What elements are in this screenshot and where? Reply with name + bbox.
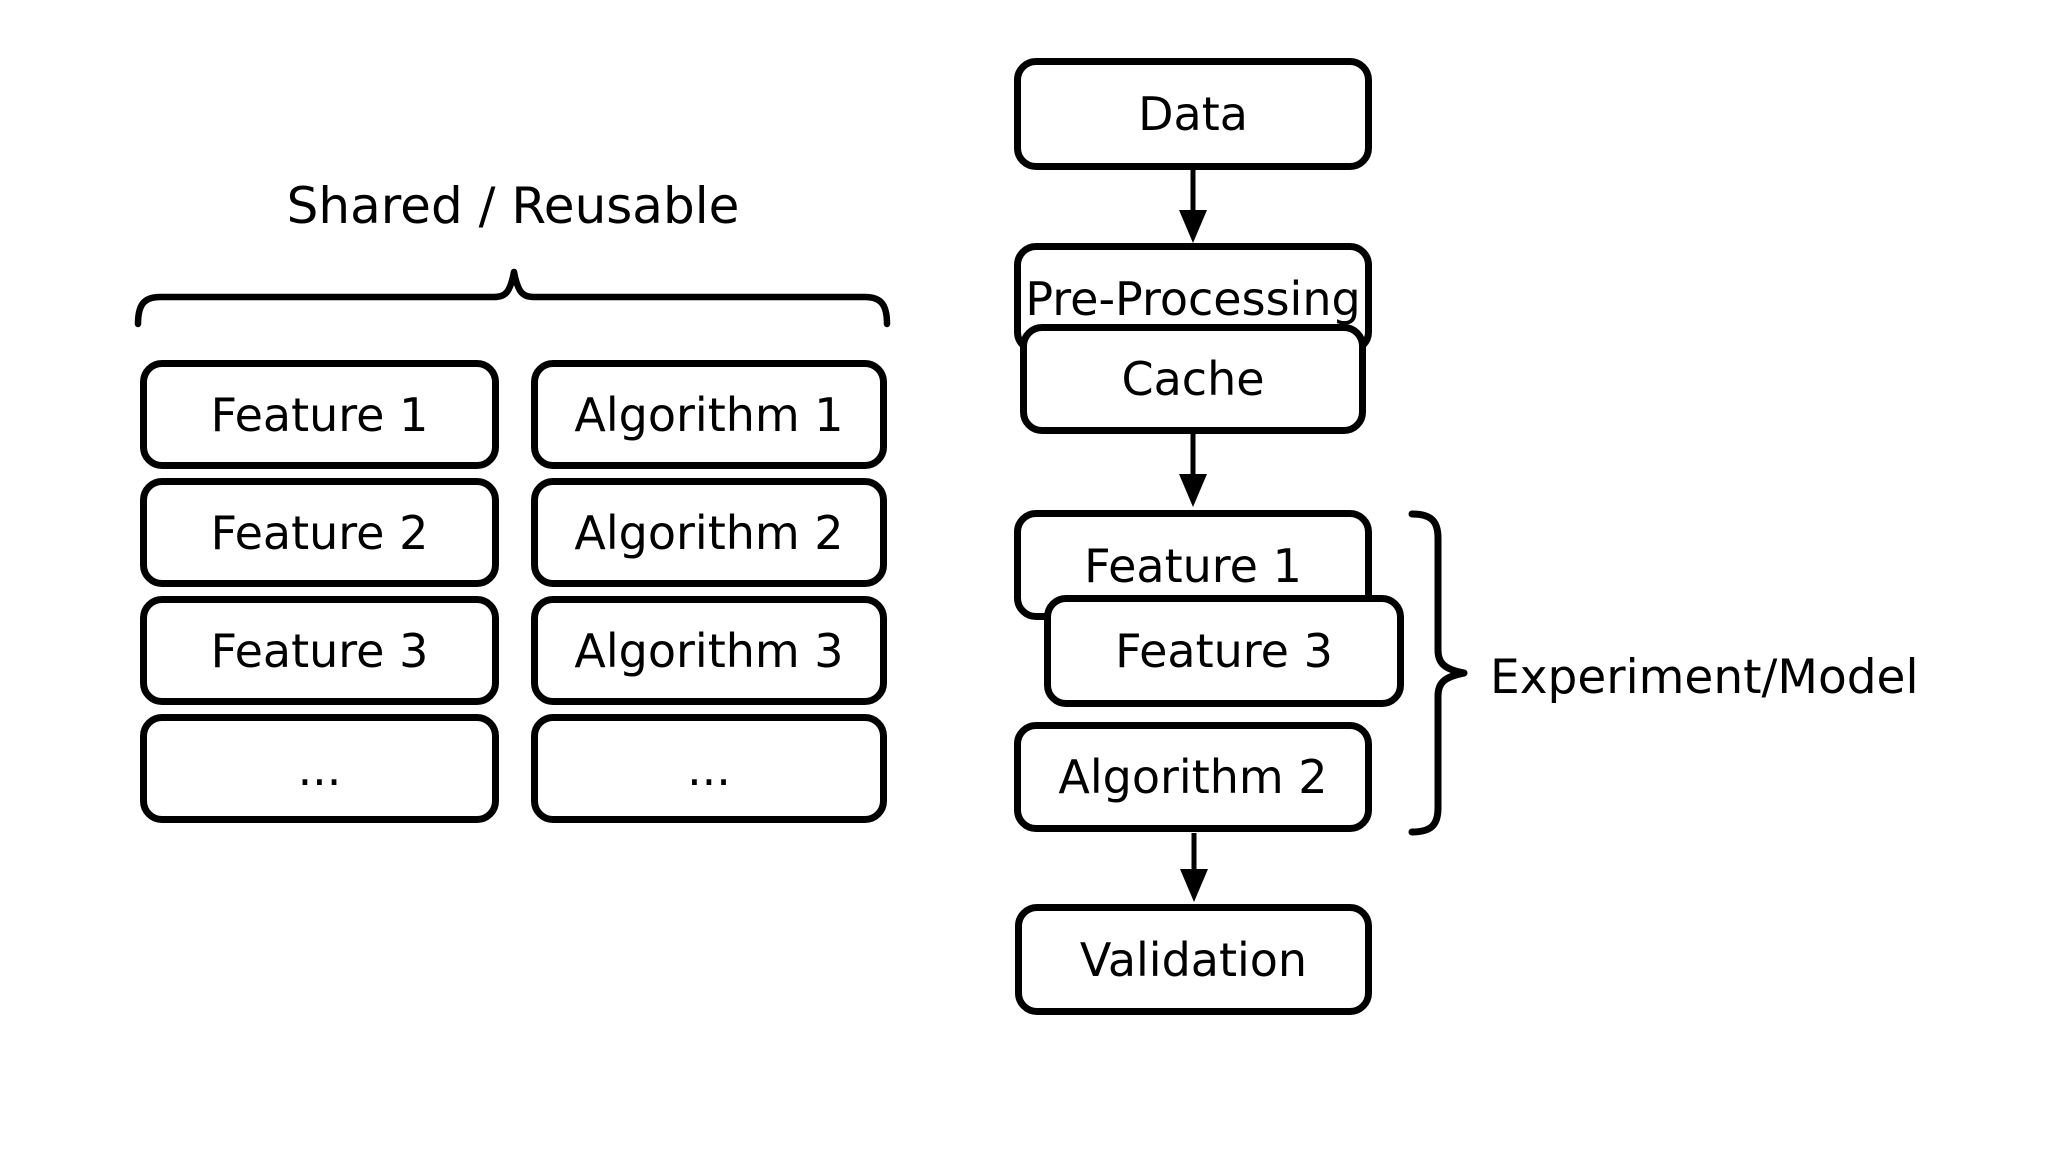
shared-algorithm-1-box: Algorithm 1 <box>531 360 887 469</box>
pipeline-validation-box: Validation <box>1015 904 1372 1015</box>
pipeline-validation-label: Validation <box>1079 932 1308 987</box>
pipeline-cache-label: Cache <box>1121 352 1265 406</box>
shared-feature-3-box: Feature 3 <box>140 596 499 705</box>
shared-algorithm-more-label: ... <box>687 741 731 796</box>
arrow-data-to-preprocessing <box>1179 170 1207 243</box>
shared-algorithm-1-label: Algorithm 1 <box>574 387 844 442</box>
pipeline-feature3-box: Feature 3 <box>1044 595 1404 707</box>
shared-feature-1-box: Feature 1 <box>140 360 499 469</box>
shared-algorithm-3-box: Algorithm 3 <box>531 596 887 705</box>
shared-feature-more-label: ... <box>297 741 342 796</box>
shared-feature-3-label: Feature 3 <box>210 623 429 678</box>
pipeline-feature1-label: Feature 1 <box>1084 539 1302 593</box>
pipeline-algorithm2-label: Algorithm 2 <box>1058 750 1328 804</box>
pipeline-preprocessing-label: Pre-Processing <box>1025 271 1361 326</box>
pipeline-algorithm2-box: Algorithm 2 <box>1014 722 1372 832</box>
arrow-algorithm2-to-validation <box>1180 833 1208 902</box>
shared-group-brace <box>134 268 891 328</box>
shared-feature-more-box: ... <box>140 714 499 823</box>
shared-feature-2-box: Feature 2 <box>140 478 499 587</box>
shared-reusable-title: Shared / Reusable <box>286 177 740 235</box>
shared-algorithm-2-label: Algorithm 2 <box>574 505 844 560</box>
pipeline-feature3-label: Feature 3 <box>1115 624 1333 678</box>
shared-feature-2-label: Feature 2 <box>210 505 429 560</box>
pipeline-data-label: Data <box>1138 87 1248 141</box>
shared-feature-1-label: Feature 1 <box>210 387 429 442</box>
arrow-cache-to-feature1 <box>1179 434 1207 507</box>
experiment-model-label: Experiment/Model <box>1490 650 1919 705</box>
shared-algorithm-2-box: Algorithm 2 <box>531 478 887 587</box>
experiment-model-brace <box>1408 510 1468 836</box>
pipeline-cache-box: Cache <box>1020 324 1366 434</box>
pipeline-data-box: Data <box>1014 58 1372 170</box>
shared-algorithm-more-box: ... <box>531 714 887 823</box>
shared-algorithm-3-label: Algorithm 3 <box>574 623 844 678</box>
